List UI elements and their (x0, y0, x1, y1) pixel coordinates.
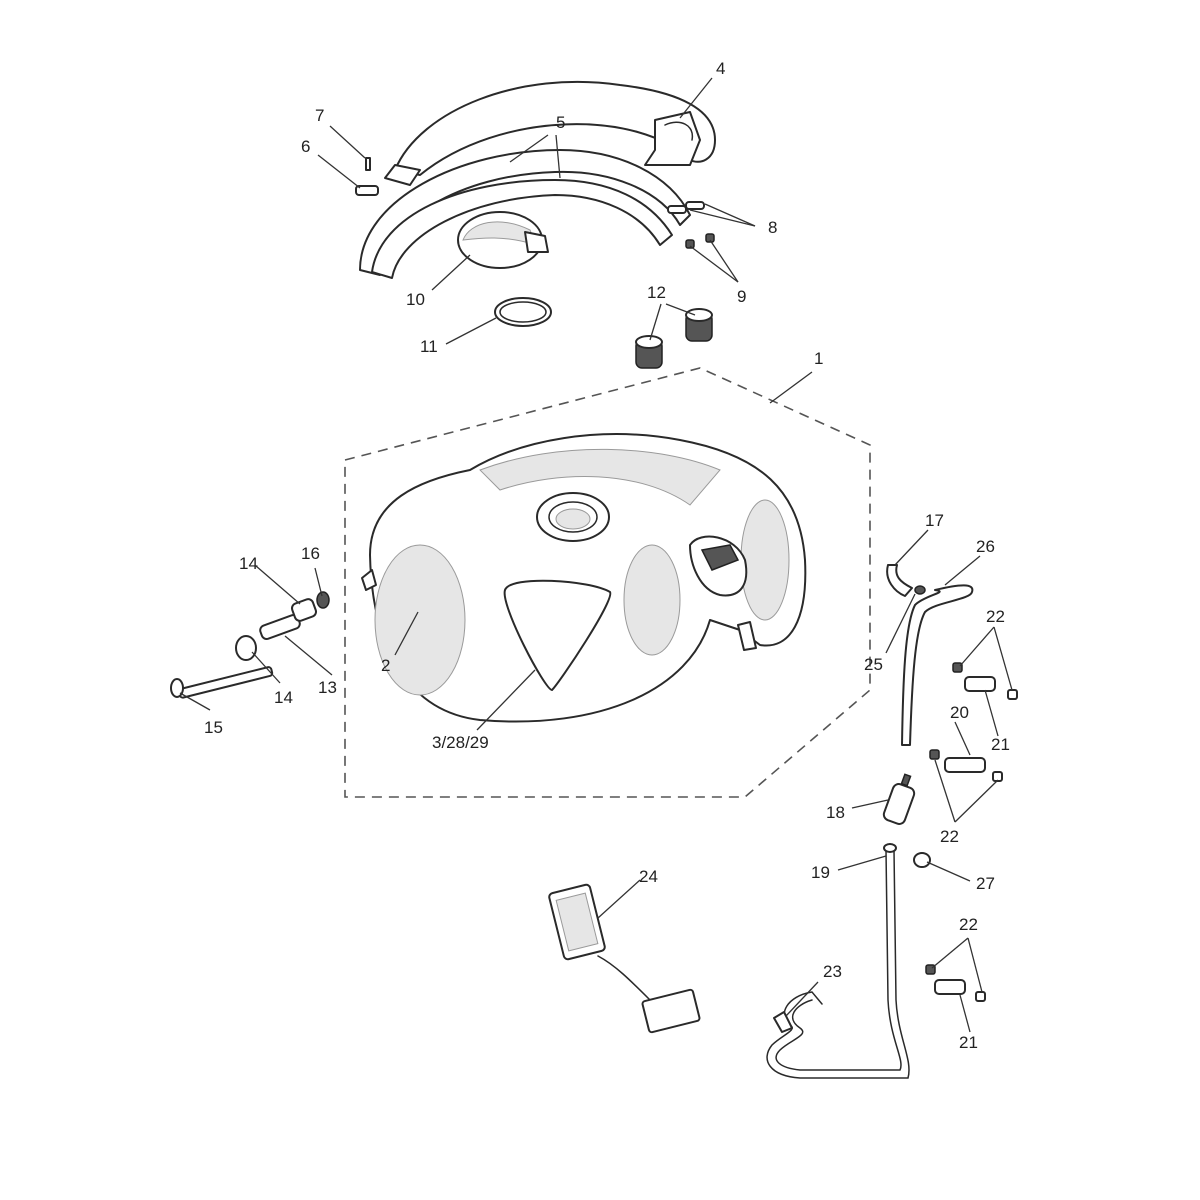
rear-cover-part (384, 80, 716, 186)
callout-labels: 1 2 3/28/29 4 5 6 7 8 9 10 11 12 13 14 1… (204, 59, 1010, 1052)
callout-26: 26 (976, 537, 995, 556)
trim-strip-part (359, 149, 691, 279)
callout-10: 10 (406, 290, 425, 309)
callout-6: 6 (301, 137, 310, 156)
callout-4: 4 (716, 59, 725, 78)
fuel-tank-body (361, 433, 807, 723)
callout-13: 13 (318, 678, 337, 697)
clip-and-bracket-parts (773, 662, 1018, 1033)
leader-lines (179, 77, 1013, 1033)
callout-2: 2 (381, 656, 390, 675)
callout-16: 16 (301, 544, 320, 563)
callout-20: 20 (950, 703, 969, 722)
callout-27: 27 (976, 874, 995, 893)
callout-22-upper: 22 (986, 607, 1005, 626)
callout-22-middle: 22 (940, 827, 959, 846)
callout-25: 25 (864, 655, 883, 674)
callout-14-lower: 14 (274, 688, 293, 707)
grommet-pair-part (635, 308, 713, 369)
callout-23: 23 (823, 962, 842, 981)
callout-21-lower: 21 (959, 1033, 978, 1052)
callout-9: 9 (737, 287, 746, 306)
tank-assembly-boundary (344, 367, 871, 798)
callout-3-28-29: 3/28/29 (432, 733, 489, 752)
callout-22-lower: 22 (959, 915, 978, 934)
callout-5: 5 (556, 113, 565, 132)
callout-21-upper: 21 (991, 735, 1010, 754)
callout-12: 12 (647, 283, 666, 302)
filler-cap-part (457, 211, 549, 269)
callout-24: 24 (639, 867, 658, 886)
breather-pipe-assembly (766, 564, 974, 1079)
tank-mount-hardware (170, 591, 330, 699)
callout-19: 19 (811, 863, 830, 882)
small-fasteners (355, 157, 715, 249)
callout-11: 11 (420, 337, 438, 356)
fuel-level-sender-part (548, 883, 701, 1034)
callout-17: 17 (925, 511, 944, 530)
seal-ring-part (494, 297, 552, 327)
callout-1: 1 (814, 349, 823, 368)
callout-8: 8 (768, 218, 777, 237)
callout-14-upper: 14 (239, 554, 258, 573)
callout-15: 15 (204, 718, 223, 737)
callout-7: 7 (315, 106, 324, 125)
callout-18: 18 (826, 803, 845, 822)
